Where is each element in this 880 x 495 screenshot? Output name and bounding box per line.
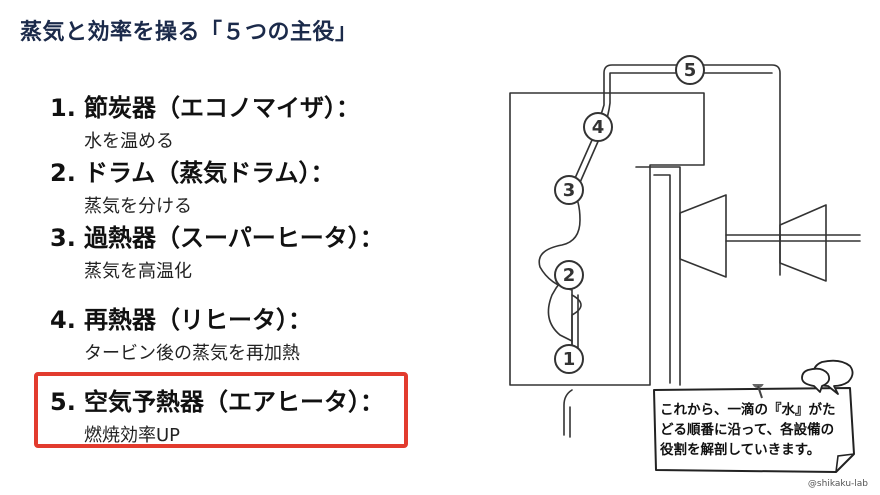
svg-text:2: 2 [563,265,576,286]
feed-pipe [563,389,573,436]
item-description: 水を温める [84,131,174,152]
flue-duct [635,166,681,386]
list-item-air-heater: 5. 空気予熱器（エアヒータ）： 燃焼効率UP [50,382,384,447]
list-item-economizer: 1. 節炭器（エコノマイザ）： 水を温める [50,88,360,153]
item-name: ドラム（蒸気ドラム）： [84,159,335,187]
item-description: 蒸気を高温化 [84,261,192,282]
marker-5: 5 [675,55,705,85]
item-name: 節炭器（エコノマイザ）： [84,94,360,122]
marker-1: 1 [554,344,584,374]
item-description: 燃焼効率UP [84,425,181,446]
list-item-superheater: 3. 過熱器（スーパーヒータ）： 蒸気を高温化 [50,218,384,283]
item-number: 2. [50,159,76,187]
note-line: 役割を解剖していきます。 [660,442,821,458]
lp-turbine [779,204,827,282]
item-name: 過熱器（スーパーヒータ）： [84,224,384,252]
pushpin-icon [752,384,764,399]
boiler-casing [509,92,705,386]
svg-text:1: 1 [563,349,576,370]
riser-pipe [538,189,581,356]
note-text: これから、一滴の『水』がた どる順番に沿って、各設備の 役割を解剖していきます。 [660,400,856,460]
chat-bubble-icon [801,359,854,395]
credit-label: @shikaku-lab [807,479,868,489]
turbine-shaft [725,234,861,242]
item-name: 空気予熱器（エアヒータ）： [84,388,384,416]
svg-text:3: 3 [563,180,576,201]
note-line: どる順番に沿って、各設備の [660,422,835,438]
item-number: 1. [50,94,76,122]
marker-2: 2 [554,260,584,290]
hp-turbine [679,194,727,278]
svg-text:5: 5 [684,60,697,81]
marker-4: 4 [583,112,613,142]
steam-line [571,64,781,276]
marker-3: 3 [554,175,584,205]
item-number: 3. [50,224,76,252]
svg-text:4: 4 [592,117,605,138]
item-description: 蒸気を分ける [84,196,192,217]
list-item-drum: 2. ドラム（蒸気ドラム）： 蒸気を分ける [50,153,335,218]
list-item-reheater: 4. 再熱器（リヒータ）： タービン後の蒸気を再加熱 [50,300,312,365]
note-line: これから、一滴の『水』がた [660,402,836,418]
boiler-diagram: 5 4 3 2 1 [509,55,861,438]
item-number: 5. [50,388,76,416]
item-number: 4. [50,306,76,334]
highlight-frame [34,372,408,448]
item-name: 再熱器（リヒータ）： [84,306,312,334]
item-description: タービン後の蒸気を再加熱 [84,343,300,364]
sticky-note: これから、一滴の『水』がた どる順番に沿って、各設備の 役割を解剖していきます。 [650,384,860,473]
page-title: 蒸気と効率を操る「５つの主役」 [20,20,358,45]
